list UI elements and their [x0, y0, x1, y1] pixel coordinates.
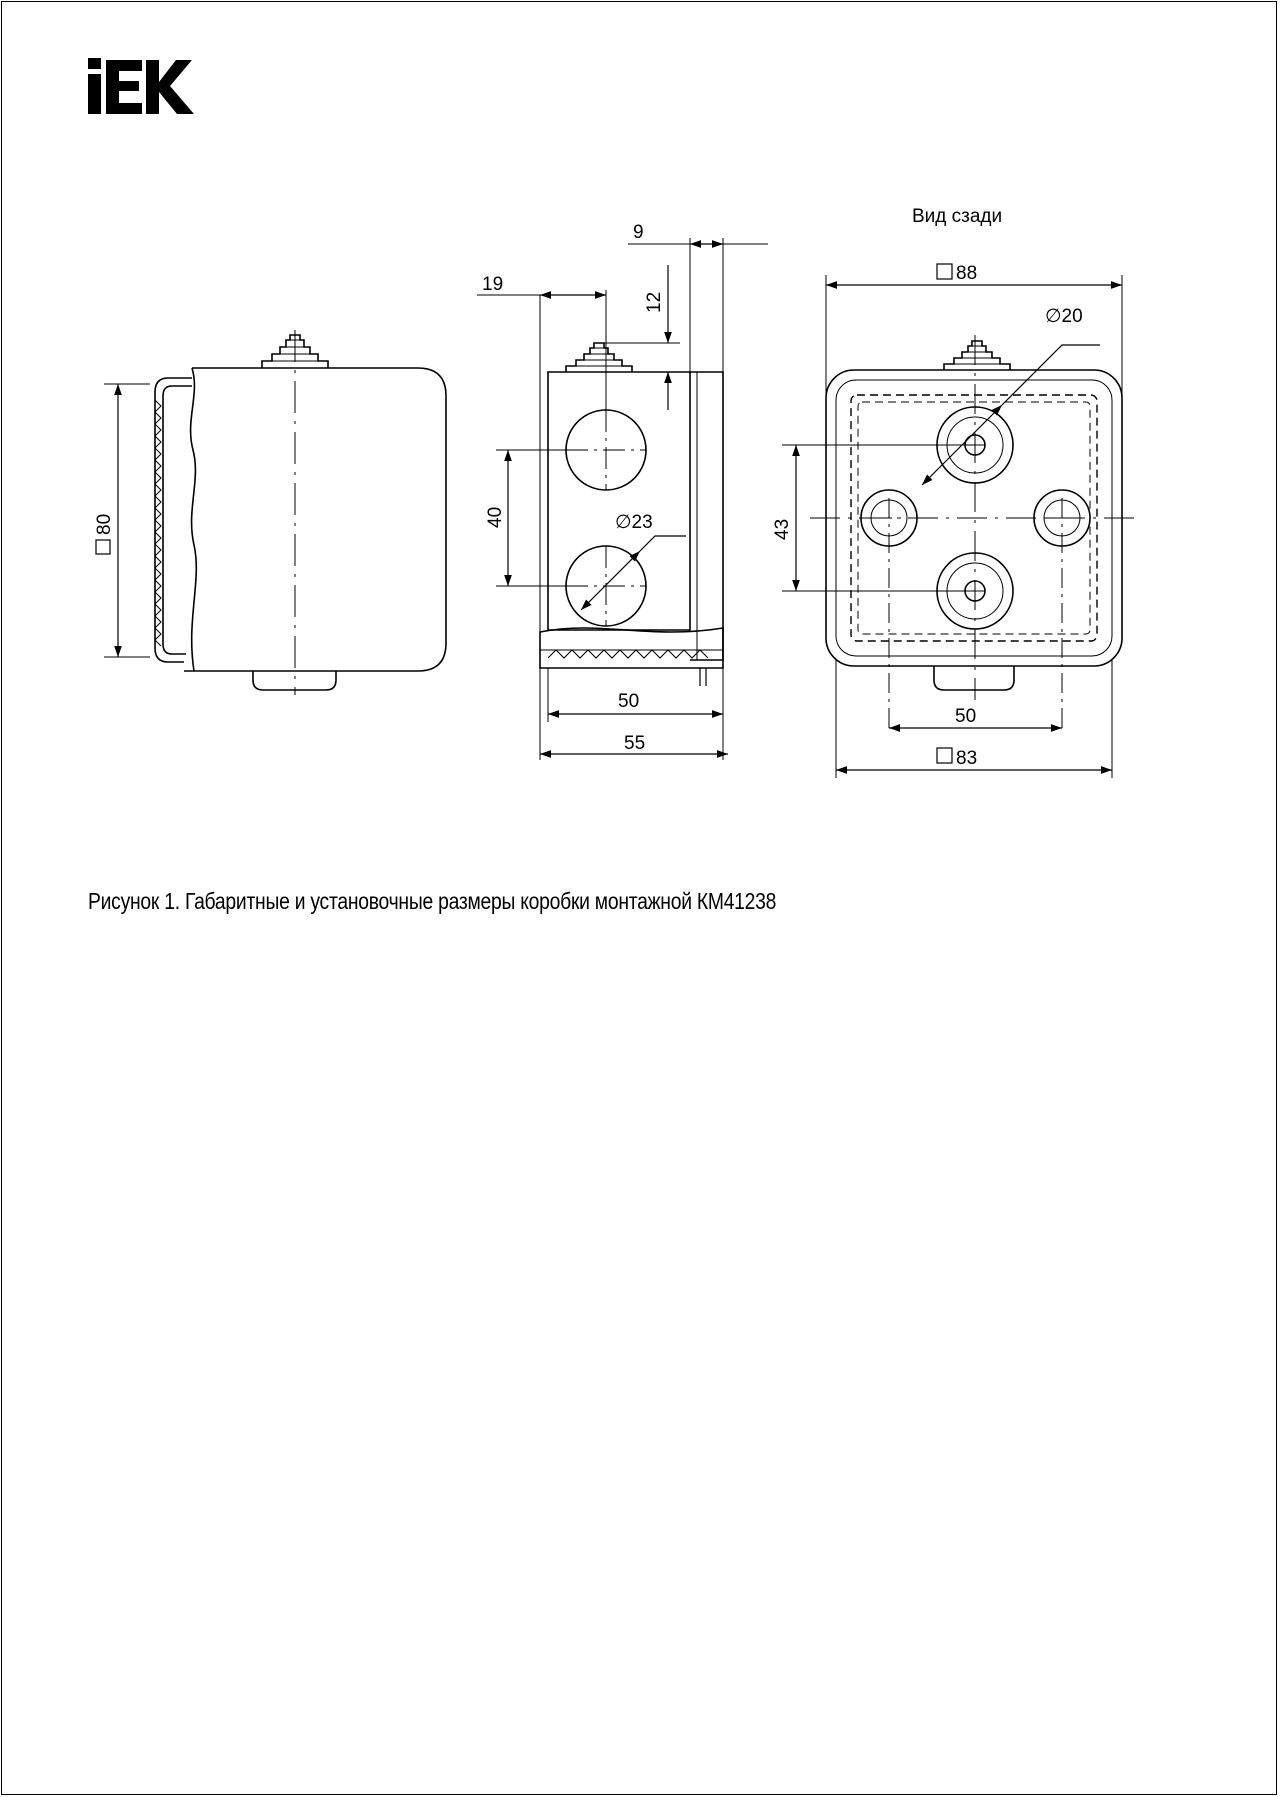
- dim-50-side-label: 50: [618, 691, 639, 712]
- dim-d20-label: ∅20: [1045, 306, 1083, 327]
- dim-80-label: 80: [94, 514, 115, 535]
- rear-view: [782, 275, 1140, 778]
- front-view: [104, 330, 447, 695]
- dim-83-label: 83: [956, 748, 977, 769]
- dim-88-label: 88: [956, 263, 977, 284]
- dim-9-label: 9: [633, 222, 644, 243]
- rear-view-title: Вид сзади: [912, 206, 1002, 227]
- side-dim-labels: 9 19 12 40 ∅23 50 55: [482, 222, 665, 754]
- dim-43-label: 43: [772, 519, 793, 540]
- rear-dim-labels: 88 ∅20 43 50 83: [772, 263, 1083, 769]
- side-view: [477, 238, 768, 760]
- dim-19-label: 19: [482, 274, 503, 295]
- figure-caption: Рисунок 1. Габаритные и установочные раз…: [88, 888, 777, 914]
- dim-d23-label: ∅23: [615, 512, 653, 533]
- dim-12-label: 12: [644, 292, 665, 313]
- dim-50-rear-label: 50: [955, 706, 976, 727]
- dim-40-label: 40: [485, 507, 506, 528]
- front-dim-80: 80: [94, 514, 115, 555]
- dim-55-label: 55: [624, 733, 645, 754]
- iek-logo: [88, 58, 194, 114]
